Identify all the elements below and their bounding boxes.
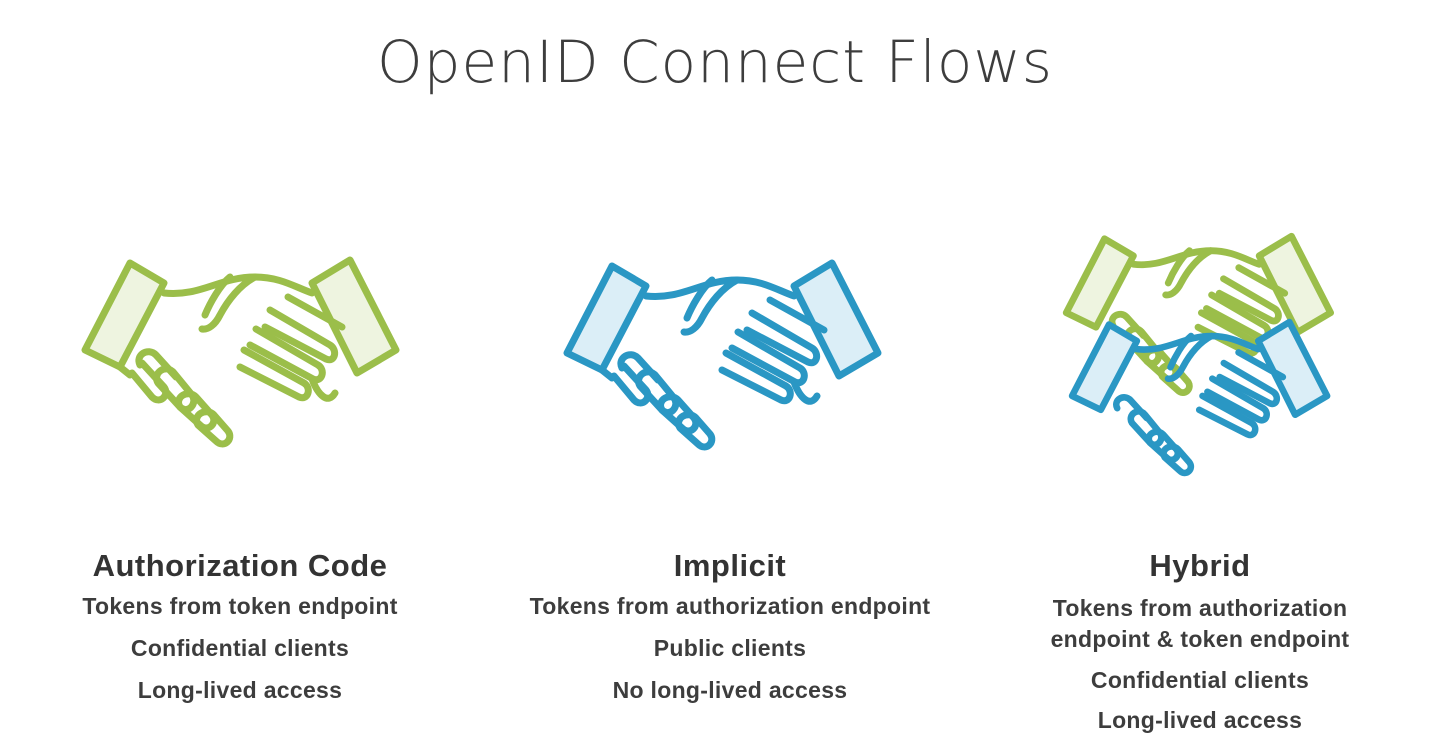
flow-points: Tokens from authorization endpoint Publi… [490,593,970,719]
flow-point: Public clients [653,635,807,661]
flow-point: Tokens from authorization endpoint & tok… [1050,595,1350,652]
flow-name: Hybrid [1149,548,1251,583]
handshake-icon-green-blue [1062,232,1335,477]
flow-points: Tokens from token endpoint Confidential … [0,593,480,719]
flow-name: Implicit [673,548,787,583]
flow-point: Tokens from token endpoint [82,593,398,619]
handshake-icon [960,210,1440,510]
flow-point: No long-lived access [612,677,848,703]
flow-points: Tokens from authorization endpoint & tok… [960,593,1440,749]
flow-hybrid: Hybrid Tokens from authorization endpoin… [960,210,1440,733]
handshake-icon [490,210,970,510]
handshake-icon-green [81,256,400,448]
handshake-icon [0,210,480,510]
page-title: OpenID Connect Flows [377,28,1053,96]
flow-implicit: Implicit Tokens from authorization endpo… [490,210,970,703]
handshake-icon-blue [563,259,882,451]
flow-point: Confidential clients [130,635,350,661]
flow-point: Confidential clients [1090,667,1310,693]
flow-point: Long-lived access [1097,707,1303,733]
flow-authorization-code: Authorization Code Tokens from token end… [0,210,480,703]
flow-point: Long-lived access [137,677,343,703]
flow-name: Authorization Code [92,548,388,583]
flow-point: Tokens from authorization endpoint [529,593,931,619]
